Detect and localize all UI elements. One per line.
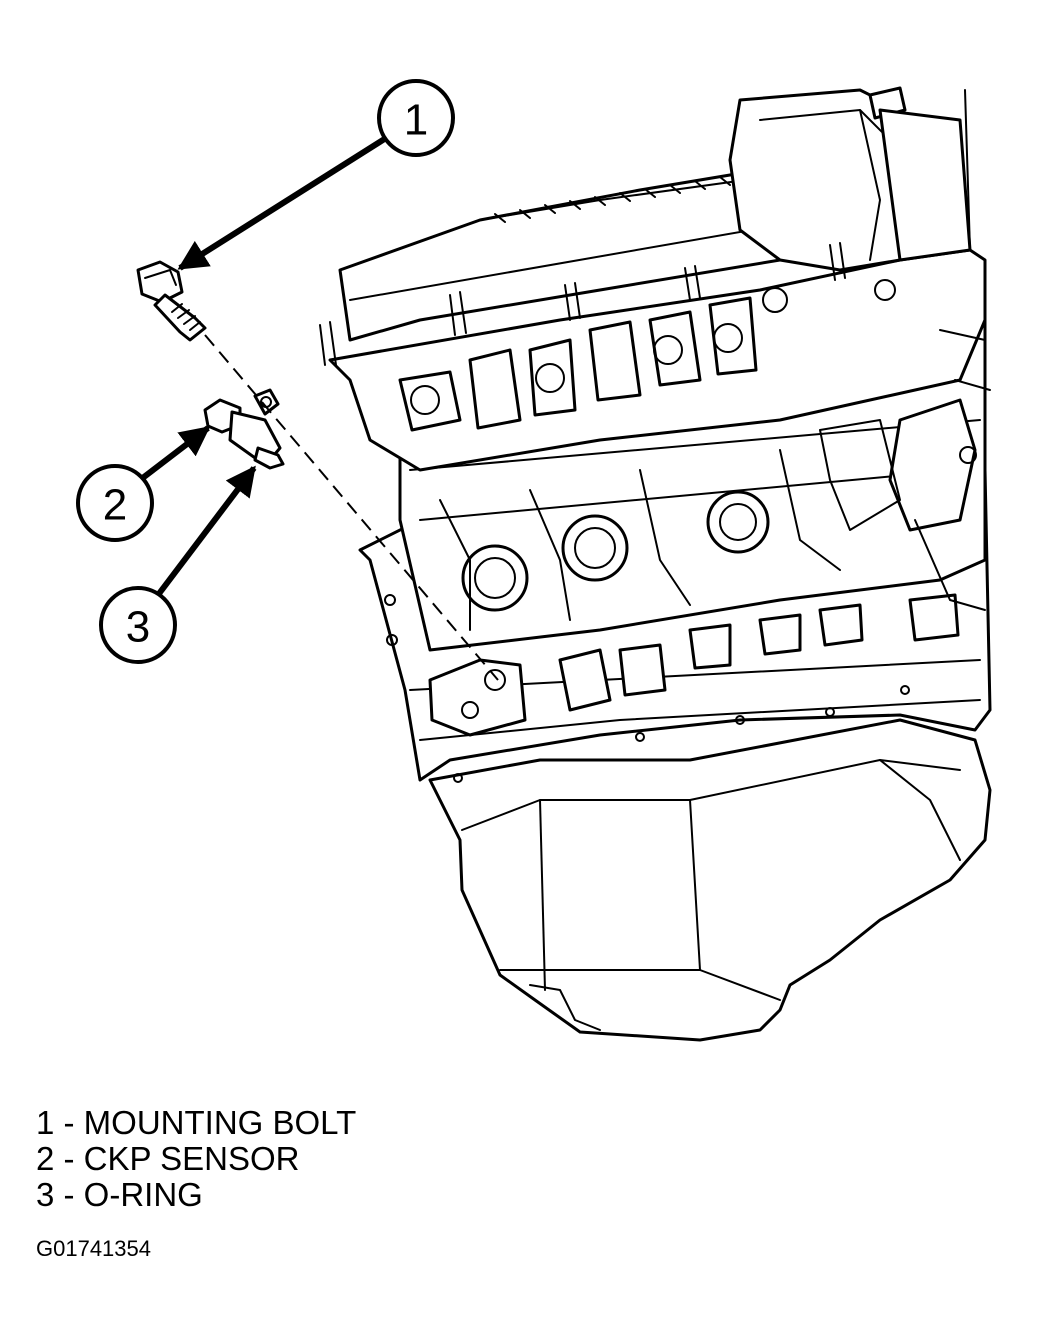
- callout-3-circle: [99, 586, 177, 664]
- figure-id: G01741354: [36, 1236, 151, 1261]
- callout-1-number: 1: [404, 96, 428, 145]
- engine-diagram: 1 2 3: [76, 79, 992, 1042]
- callout-2-arrow: [138, 425, 211, 483]
- ckp-sensor: [203, 388, 285, 470]
- callout-1-arrow: [177, 135, 388, 271]
- callout-2-number: 2: [103, 481, 127, 530]
- legend-item-3: 3 - O-RING: [36, 1176, 203, 1213]
- callout-1: 1: [177, 79, 455, 271]
- callout-3-number: 3: [126, 603, 150, 652]
- callout-3: 3: [99, 465, 257, 664]
- parts-legend: 1 - MOUNTING BOLT 2 - CKP SENSOR 3 - O-R…: [36, 1105, 356, 1213]
- oil-pan: [428, 718, 992, 1042]
- callout-3-arrow: [155, 465, 257, 597]
- legend-item-1: 1 - MOUNTING BOLT: [36, 1104, 357, 1141]
- callout-2-circle: [76, 464, 154, 542]
- mounting-bolt: [136, 260, 207, 342]
- legend-item-2: 2 - CKP SENSOR: [36, 1140, 300, 1177]
- engine-illustration: [319, 86, 992, 1042]
- callout-1-circle: [377, 79, 455, 157]
- alignment-line: [204, 334, 499, 681]
- callout-2: 2: [76, 425, 211, 542]
